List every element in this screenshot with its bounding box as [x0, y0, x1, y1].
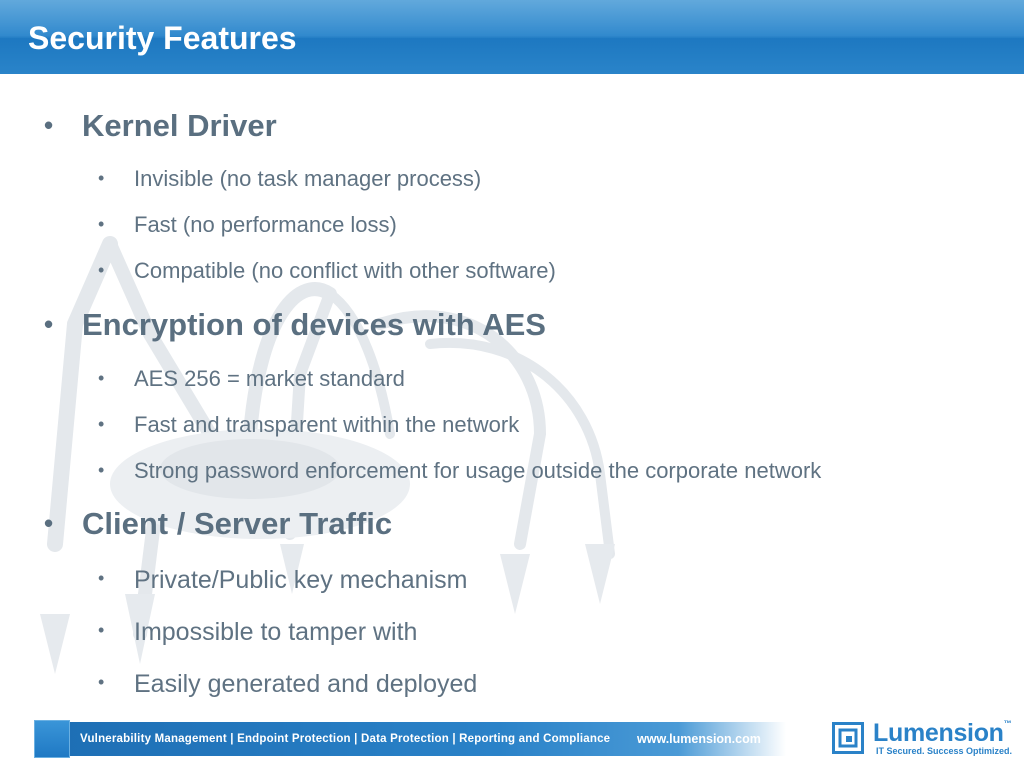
- bullet-dot: •: [98, 214, 105, 234]
- lumension-logo-icon: [832, 722, 864, 754]
- slide-content: • Kernel Driver • Invisible (no task man…: [0, 74, 1024, 710]
- bullet-dot: •: [44, 309, 54, 339]
- bullet-dot: •: [98, 260, 105, 280]
- bullet-dot: •: [98, 460, 105, 480]
- bullet-dot: •: [44, 110, 54, 140]
- section-heading-text: Client / Server Traffic: [82, 506, 393, 541]
- bullet-dot: •: [98, 168, 105, 188]
- footer-tagline: Vulnerability Management | Endpoint Prot…: [80, 733, 611, 745]
- footer-band: [66, 722, 786, 756]
- bullet-dot: •: [98, 568, 105, 588]
- logo-name-text: Lumension: [873, 719, 1004, 747]
- list-item-text: Invisible (no task manager process): [134, 166, 482, 191]
- list-item-text: Impossible to tamper with: [134, 618, 418, 646]
- list-item-text: Fast and transparent within the network: [134, 412, 520, 437]
- list-item-text: Compatible (no conflict with other softw…: [134, 258, 556, 283]
- bullet-dot: •: [44, 508, 54, 538]
- spider-robot-illustration: [40, 236, 615, 674]
- list-item-text: Fast (no performance loss): [134, 212, 397, 237]
- bullet-dot: •: [98, 368, 105, 388]
- title-bar: Security Features: [0, 0, 1024, 74]
- section-heading-text: Kernel Driver: [82, 108, 277, 143]
- footer-url-link[interactable]: www.lumension.com: [637, 732, 761, 746]
- section-heading-text: Encryption of devices with AES: [82, 307, 546, 342]
- bullet-dot: •: [98, 414, 105, 434]
- list-item-text: Easily generated and deployed: [134, 670, 478, 698]
- bullet-dot: •: [98, 672, 105, 692]
- footer: Vulnerability Management | Endpoint Prot…: [0, 710, 1024, 768]
- logo-trademark: ™: [1003, 719, 1012, 728]
- logo-slogan: IT Secured. Success Optimized.: [876, 746, 1013, 756]
- title-bar-shine: [0, 0, 1024, 38]
- footer-square-decoration: [34, 720, 70, 758]
- bullet-dot: •: [98, 620, 105, 640]
- slide-title: Security Features: [28, 20, 297, 56]
- list-item-text: Strong password enforcement for usage ou…: [134, 458, 822, 483]
- list-item-text: Private/Public key mechanism: [134, 566, 468, 594]
- list-item-text: AES 256 = market standard: [134, 366, 405, 391]
- logo-wordmark: Lumension™: [873, 719, 1012, 748]
